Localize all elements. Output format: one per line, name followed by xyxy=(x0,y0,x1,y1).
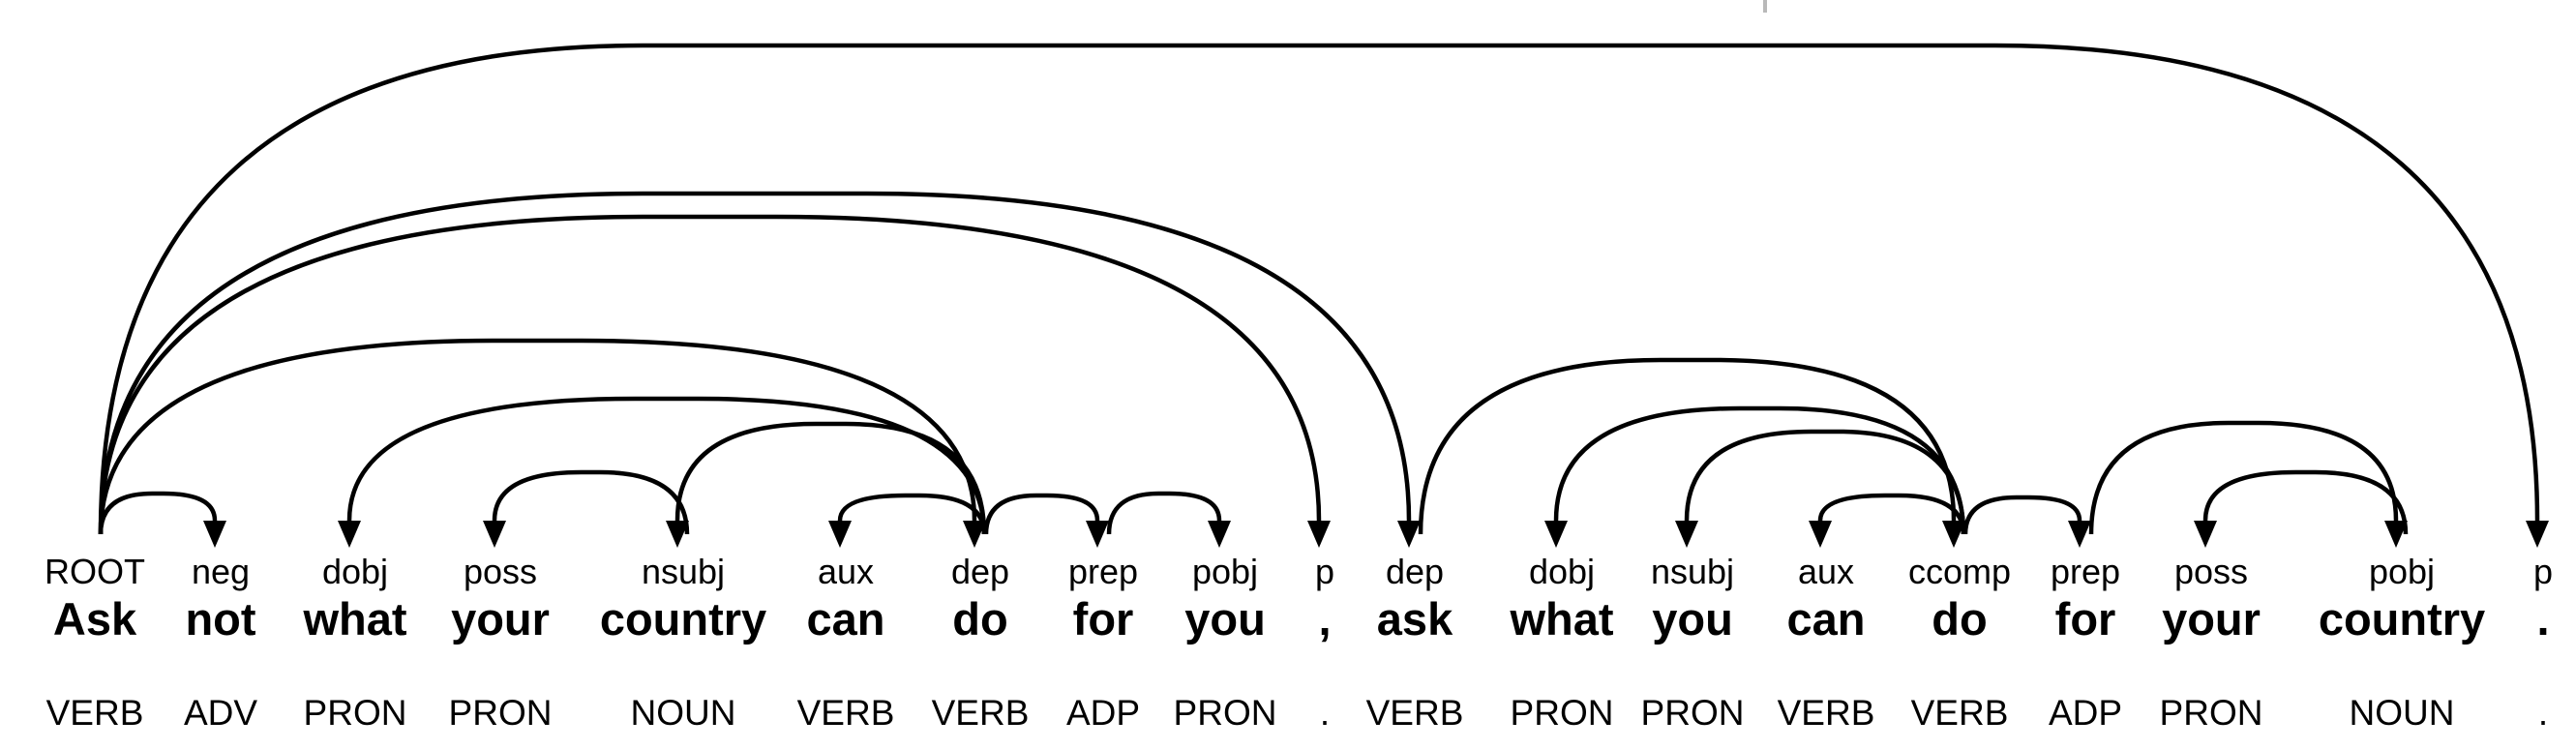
dependency-arc xyxy=(1962,495,2082,535)
pos-tag: VERB xyxy=(1365,693,1464,733)
dependency-label: prep xyxy=(1067,552,1139,591)
arrowhead-icon xyxy=(1397,521,1421,548)
token-word: do xyxy=(952,593,1008,645)
pos-tag: PRON xyxy=(1640,693,1745,733)
token-word: do xyxy=(1932,593,1988,645)
pos-tag: PRON xyxy=(303,693,407,733)
arrowhead-icon xyxy=(963,521,986,548)
arrowhead-icon xyxy=(666,521,689,548)
dependency-arc xyxy=(98,43,2540,535)
arrowhead-icon xyxy=(2526,521,2549,548)
dependency-arc xyxy=(2202,469,2409,535)
dependency-arc xyxy=(674,421,987,535)
pos-tag: VERB xyxy=(45,693,144,733)
dependency-label: p xyxy=(1314,552,1335,591)
token-word: . xyxy=(2536,593,2550,645)
dependency-arc xyxy=(1106,491,1222,535)
pos-tag: VERB xyxy=(796,693,895,733)
pos-tag: ADV xyxy=(183,693,258,733)
arrowhead-icon xyxy=(2384,521,2408,548)
dependency-arc xyxy=(98,338,977,535)
arrowhead-icon xyxy=(828,521,852,548)
dependency-label: p xyxy=(2532,552,2554,591)
stray-cursor-tick xyxy=(1763,0,1767,13)
arrowhead-icon xyxy=(203,521,226,548)
pos-tag: VERB xyxy=(1910,693,2009,733)
arrowhead-icon xyxy=(2068,521,2091,548)
pos-tag: NOUN xyxy=(630,693,736,733)
arrowhead-icon xyxy=(2194,521,2217,548)
pos-tag: PRON xyxy=(1510,693,1614,733)
dependency-label: pobj xyxy=(2368,552,2436,591)
pos-tag: VERB xyxy=(1777,693,1875,733)
dependency-label: poss xyxy=(463,552,538,591)
pos-tag: ADP xyxy=(2048,693,2123,733)
dependency-label: aux xyxy=(1797,552,1855,591)
pos-tag: NOUN xyxy=(2349,693,2455,733)
pos-tag: PRON xyxy=(448,693,553,733)
token-word: country xyxy=(599,593,767,645)
dependency-arc xyxy=(983,493,1100,535)
token-word: your xyxy=(451,593,550,645)
token-word: for xyxy=(1072,593,1134,645)
pos-tag: ADP xyxy=(1065,693,1141,733)
dependency-label: prep xyxy=(2050,552,2121,591)
arrowhead-icon xyxy=(338,521,361,548)
dependency-arc xyxy=(2088,420,2399,535)
dependency-arc xyxy=(346,396,987,535)
token-word: what xyxy=(1510,593,1614,645)
dependency-arc xyxy=(1418,357,1957,535)
dependency-label: pobj xyxy=(1191,552,1259,591)
arrowhead-icon xyxy=(483,521,506,548)
dependency-arc xyxy=(98,191,1412,535)
token-word: what xyxy=(303,593,407,645)
dependency-arc xyxy=(1553,405,1966,535)
pos-tag: PRON xyxy=(2159,693,2263,733)
dependency-label: ROOT xyxy=(45,552,145,591)
arrowhead-icon xyxy=(1809,521,1832,548)
dependency-label: dep xyxy=(1385,552,1445,591)
dependency-arc xyxy=(1684,429,1966,535)
dependency-label: dobj xyxy=(1528,552,1596,591)
arrowhead-icon xyxy=(1307,521,1331,548)
arrowhead-icon xyxy=(1942,521,1965,548)
arrowhead-icon xyxy=(1086,521,1109,548)
dependency-label: ccomp xyxy=(1907,552,2012,591)
token-word: ask xyxy=(1376,593,1453,645)
dependency-arc xyxy=(98,491,218,535)
token-word: can xyxy=(1786,593,1866,645)
arrowhead-icon xyxy=(1208,521,1231,548)
token-word: for xyxy=(2054,593,2116,645)
dependency-label: poss xyxy=(2173,552,2249,591)
dependency-label: aux xyxy=(817,552,875,591)
dependency-label: neg xyxy=(191,552,251,591)
pos-tag: . xyxy=(2537,693,2549,733)
token-word: your xyxy=(2162,593,2261,645)
token-word: not xyxy=(185,593,256,645)
pos-tag: . xyxy=(1319,693,1331,733)
dependency-arc xyxy=(98,214,1322,535)
arrowhead-icon xyxy=(1675,521,1698,548)
token-word: you xyxy=(1652,593,1733,645)
dependency-arc xyxy=(492,469,690,535)
token-word: you xyxy=(1184,593,1266,645)
dependency-label: dep xyxy=(950,552,1010,591)
dependency-label: nsubj xyxy=(641,552,726,591)
pos-tag: PRON xyxy=(1173,693,1277,733)
pos-tag: VERB xyxy=(931,693,1030,733)
token-word: country xyxy=(2318,593,2486,645)
dependency-arc xyxy=(837,493,987,535)
token-word: can xyxy=(806,593,885,645)
arrowhead-icon xyxy=(1544,521,1568,548)
dependency-label: nsubj xyxy=(1650,552,1735,591)
dependency-label: dobj xyxy=(321,552,389,591)
dependency-arc xyxy=(1817,493,1966,535)
token-word: , xyxy=(1318,593,1332,645)
token-word: Ask xyxy=(52,593,137,645)
